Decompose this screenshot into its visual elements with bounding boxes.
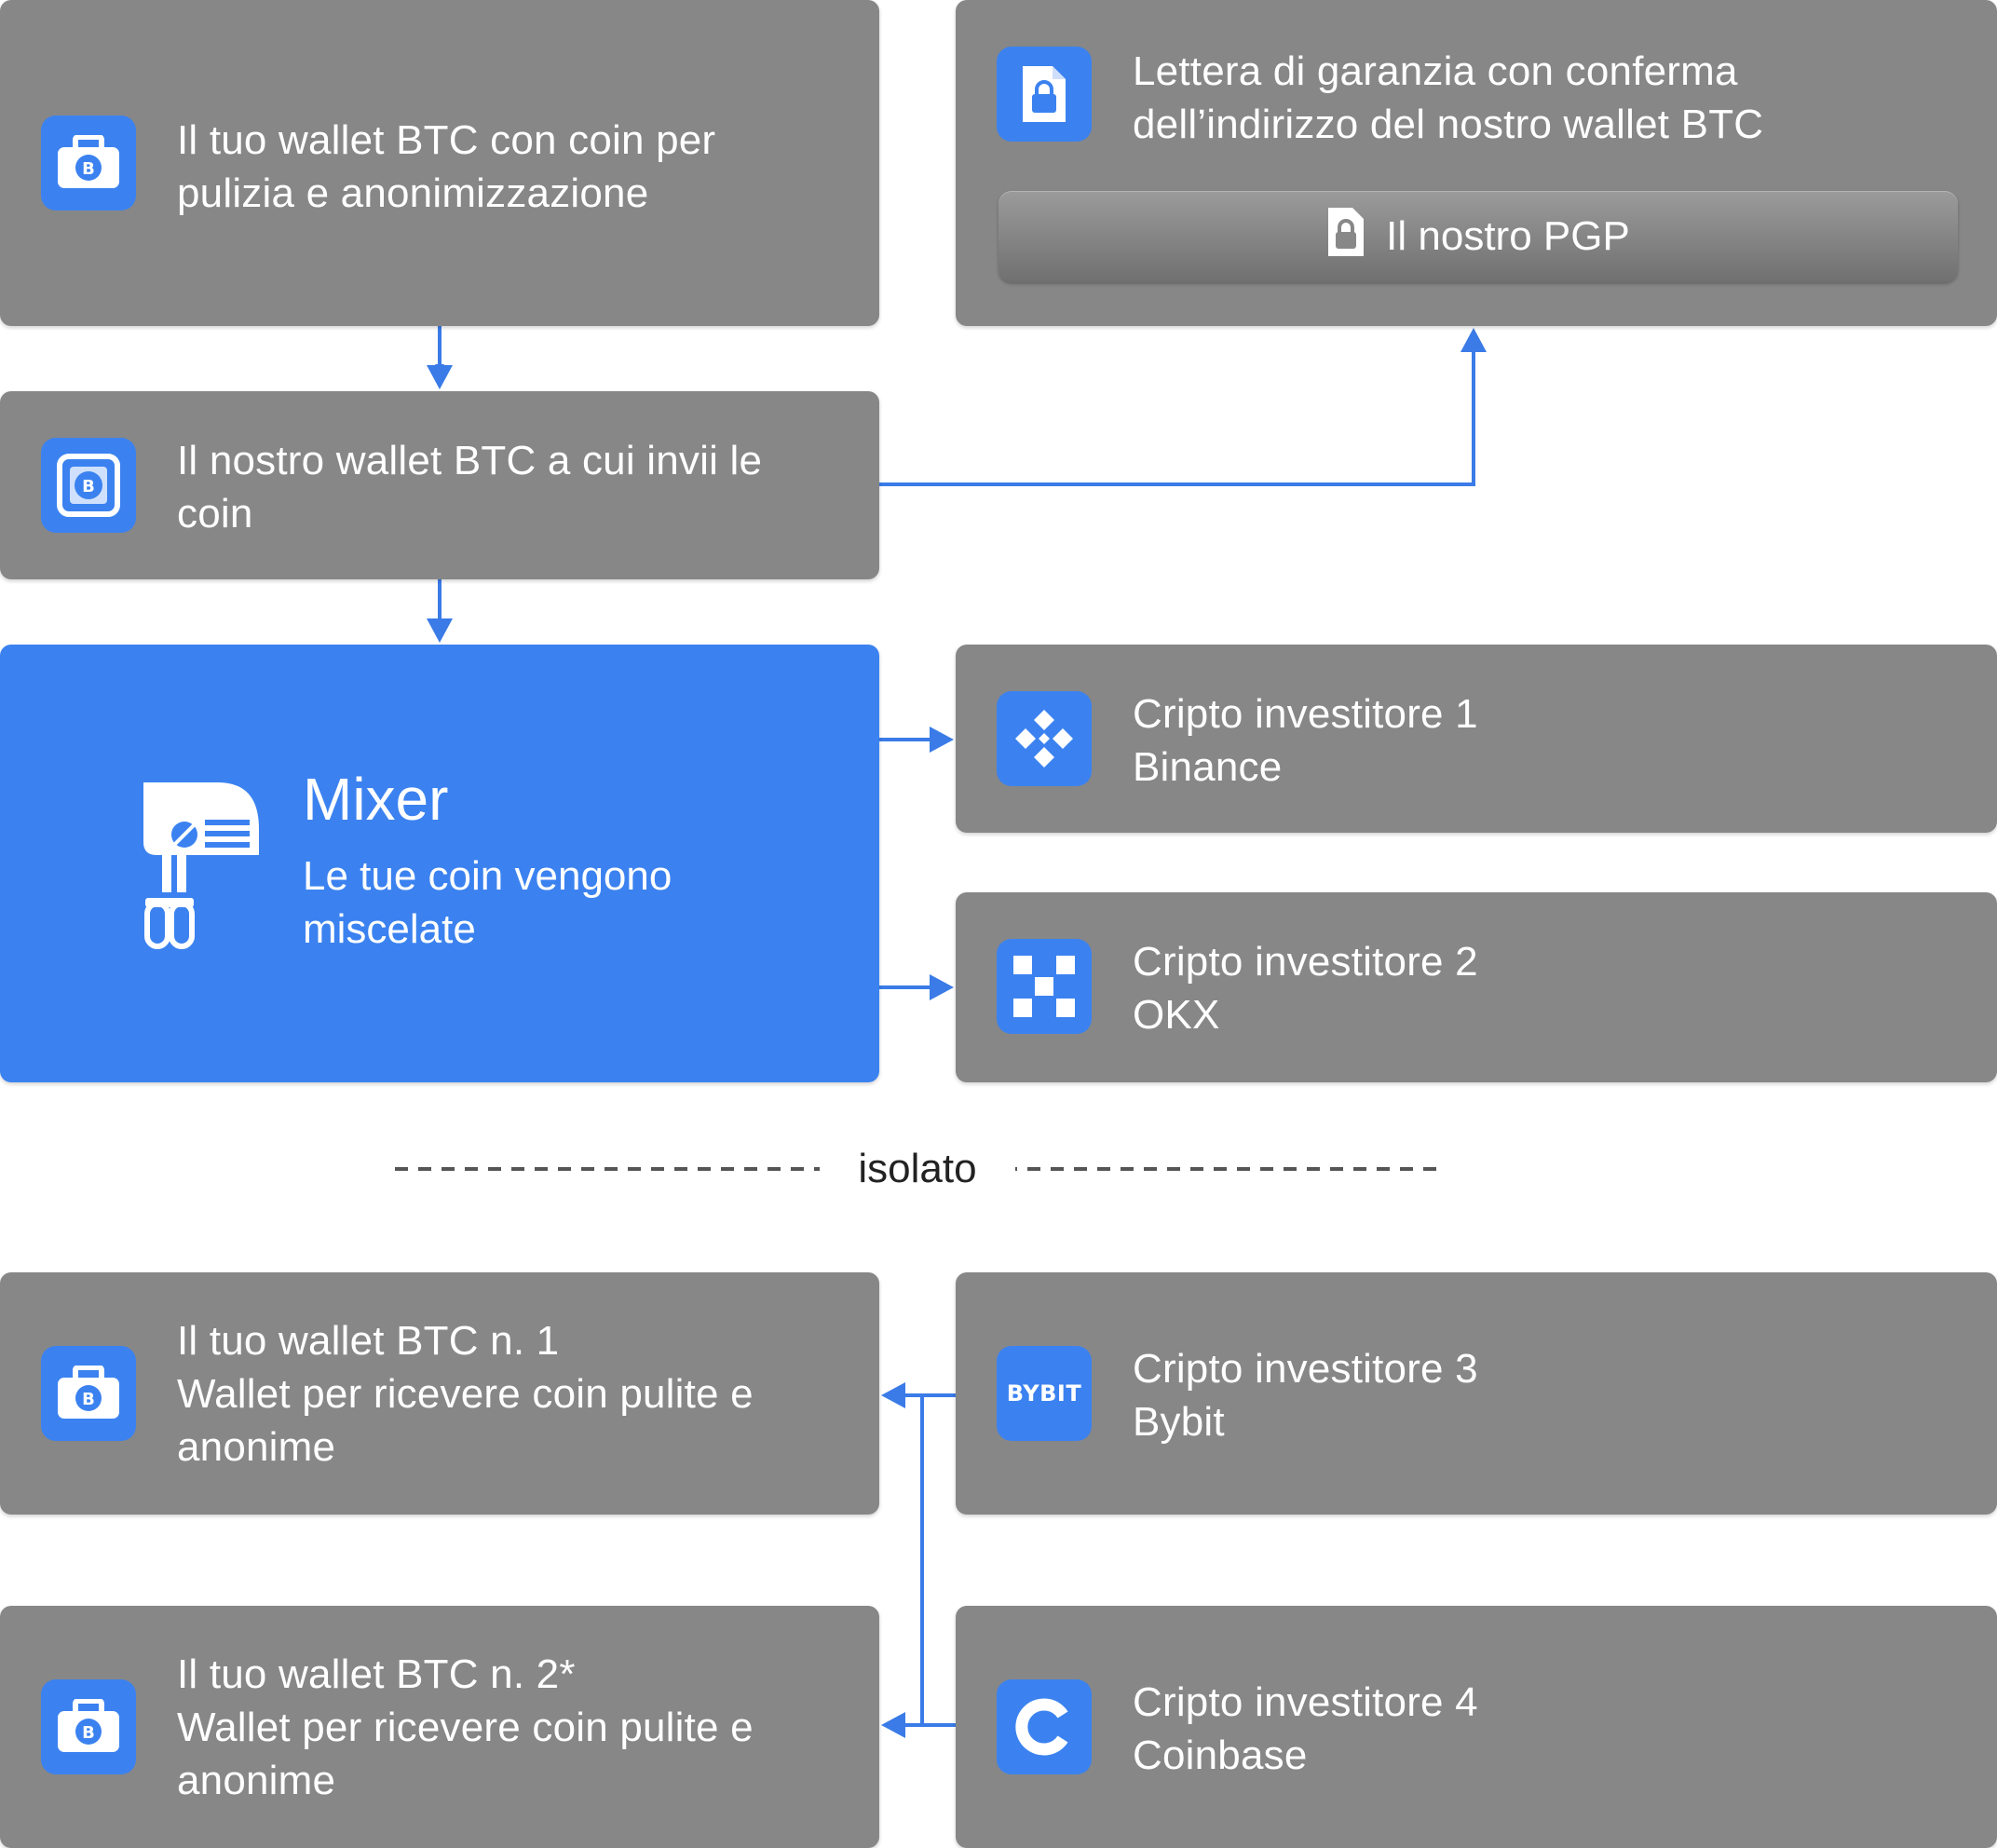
node-wallet-2: B Il tuo wallet BTC n. 2* Wallet per ric… <box>0 1606 879 1848</box>
okx-icon <box>997 939 1092 1034</box>
our-wallet-line-1: Il nostro wallet BTC a cui invii le <box>177 438 763 483</box>
pgp-label: Il nostro PGP <box>1386 213 1630 259</box>
arrowhead-up-letter <box>1460 328 1487 352</box>
investor-2-line-2: OKX <box>1133 992 1220 1038</box>
wallet-2-line-2: Wallet per ricevere coin pulite e <box>177 1705 754 1750</box>
wallet-1-line-1: Il tuo wallet BTC n. 1 <box>177 1318 560 1364</box>
your-wallet-line-1: Il tuo wallet BTC con coin per <box>177 117 716 163</box>
btc-safe-icon: B <box>41 438 136 533</box>
svg-text:B: B <box>82 1390 95 1409</box>
pgp-lock-icon <box>1326 206 1365 268</box>
coinbase-icon <box>997 1679 1092 1774</box>
node-wallet-1: B Il tuo wallet BTC n. 1 Wallet per rice… <box>0 1272 879 1515</box>
wallet-2-line-1: Il tuo wallet BTC n. 2* <box>177 1651 576 1697</box>
arrow-our-wallet-to-letter <box>877 343 1475 486</box>
svg-text:B: B <box>82 1723 95 1743</box>
wallet-1-line-3: anonime <box>177 1424 336 1470</box>
arrowhead-down-2 <box>427 618 453 643</box>
bus-investors-to-wallets <box>920 1393 957 1727</box>
node-your-wallet: B Il tuo wallet BTC con coin per pulizia… <box>0 0 879 326</box>
wallet-2-line-3: anonime <box>177 1758 336 1803</box>
mixer-title: Mixer <box>303 766 449 833</box>
bybit-icon-text: BYBIT <box>1006 1380 1082 1406</box>
mixer-line-1: Le tue coin vengono <box>303 853 672 899</box>
arrowhead-left-2 <box>881 1712 905 1738</box>
svg-text:B: B <box>82 159 95 179</box>
btc-wallet-icon: B <box>41 1679 136 1774</box>
node-investor-1: Cripto investitore 1 Binance <box>956 645 1997 833</box>
investor-3-line-1: Cripto investitore 3 <box>1133 1346 1478 1392</box>
node-investor-3: BYBIT Cripto investitore 3 Bybit <box>956 1272 1997 1515</box>
guarantee-letter-line-1: Lettera di garanzia con conferma <box>1133 48 1738 94</box>
locked-document-icon <box>997 47 1092 142</box>
binance-icon <box>997 691 1092 786</box>
mixer-line-2: miscelate <box>303 906 476 952</box>
our-wallet-line-2: coin <box>177 491 253 537</box>
your-wallet-line-2: pulizia e anonimizzazione <box>177 170 649 216</box>
investor-4-line-1: Cripto investitore 4 <box>1133 1679 1478 1725</box>
investor-1-line-2: Binance <box>1133 744 1283 790</box>
investor-1-line-1: Cripto investitore 1 <box>1133 691 1478 737</box>
arrowhead-right-2 <box>930 974 954 1000</box>
pgp-button[interactable]: Il nostro PGP <box>998 191 1958 282</box>
node-our-wallet: B Il nostro wallet BTC a cui invii le co… <box>0 391 879 579</box>
bybit-icon: BYBIT <box>997 1346 1092 1441</box>
arrowhead-right-1 <box>930 727 954 753</box>
node-investor-2: Cripto investitore 2 OKX <box>956 892 1997 1082</box>
investor-4-line-2: Coinbase <box>1133 1732 1308 1778</box>
guarantee-letter-line-2: dell’indirizzo del nostro wallet BTC <box>1133 102 1764 147</box>
btc-wallet-icon: B <box>41 1346 136 1441</box>
arrowhead-left-1 <box>881 1382 905 1408</box>
arrowhead-down-1 <box>427 365 453 389</box>
node-mixer <box>0 645 879 1082</box>
btc-wallet-icon: B <box>41 116 136 211</box>
svg-text:B: B <box>82 477 95 496</box>
separator-label: isolato <box>820 1142 1015 1196</box>
investor-2-line-1: Cripto investitore 2 <box>1133 939 1478 985</box>
hand-mixer-icon <box>136 773 263 955</box>
node-investor-4: Cripto investitore 4 Coinbase <box>956 1606 1997 1848</box>
wallet-1-line-2: Wallet per ricevere coin pulite e <box>177 1371 754 1417</box>
investor-3-line-2: Bybit <box>1133 1399 1225 1445</box>
